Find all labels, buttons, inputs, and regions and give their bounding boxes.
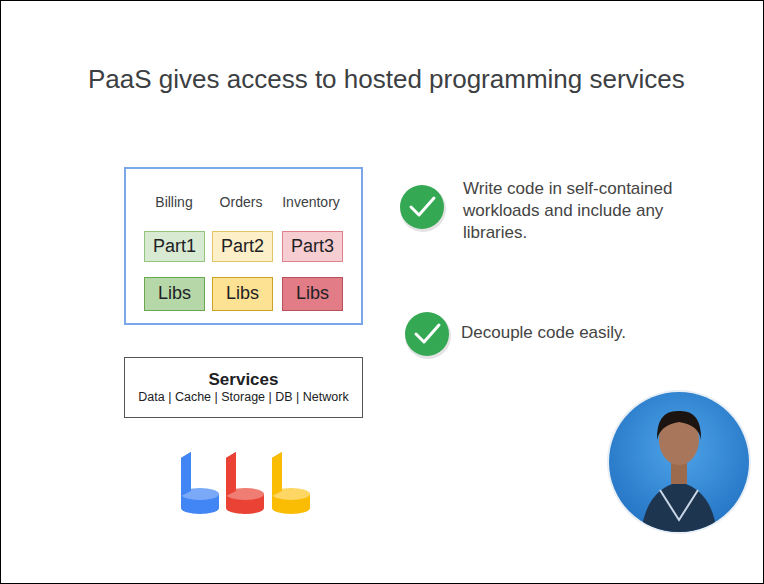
box-heading: Services	[209, 370, 279, 390]
slide-title: PaaS gives access to hosted programming …	[88, 64, 685, 95]
database-icon	[226, 452, 264, 514]
bullet-text: Write code in self-contained workloads a…	[463, 178, 673, 244]
database-icon	[272, 452, 310, 514]
box-label: Part1	[153, 236, 196, 258]
check-icon	[400, 185, 446, 232]
box-label: Libs	[296, 283, 329, 305]
box-label: Libs	[226, 283, 259, 305]
column-heading: Orders	[220, 194, 263, 210]
library-box: Libs	[212, 277, 273, 311]
box-label: Part3	[291, 236, 334, 258]
box-detail: Data | Cache | Storage | DB | Network	[138, 390, 348, 405]
code-part-box: Part3	[282, 231, 343, 262]
presenter-photo	[600, 385, 760, 545]
box-label: Part2	[221, 236, 264, 258]
column-heading: Billing	[155, 194, 192, 210]
bullet-text: Decouple code easily.	[461, 322, 681, 344]
code-part-box: Part1	[144, 231, 205, 262]
check-icon	[405, 312, 451, 359]
code-part-box: Part2	[212, 231, 273, 262]
service-group: Part1 Part2 Part3Libs Libs Libs Billing Orders…	[124, 167, 363, 325]
services-box: ServicesData | Cache | Storage | DB | Ne…	[124, 357, 363, 418]
library-box: Libs	[282, 277, 343, 311]
library-box: Libs	[144, 277, 205, 311]
box-label: Libs	[158, 283, 191, 305]
database-icon	[181, 452, 219, 514]
column-heading: Inventory	[282, 194, 340, 210]
